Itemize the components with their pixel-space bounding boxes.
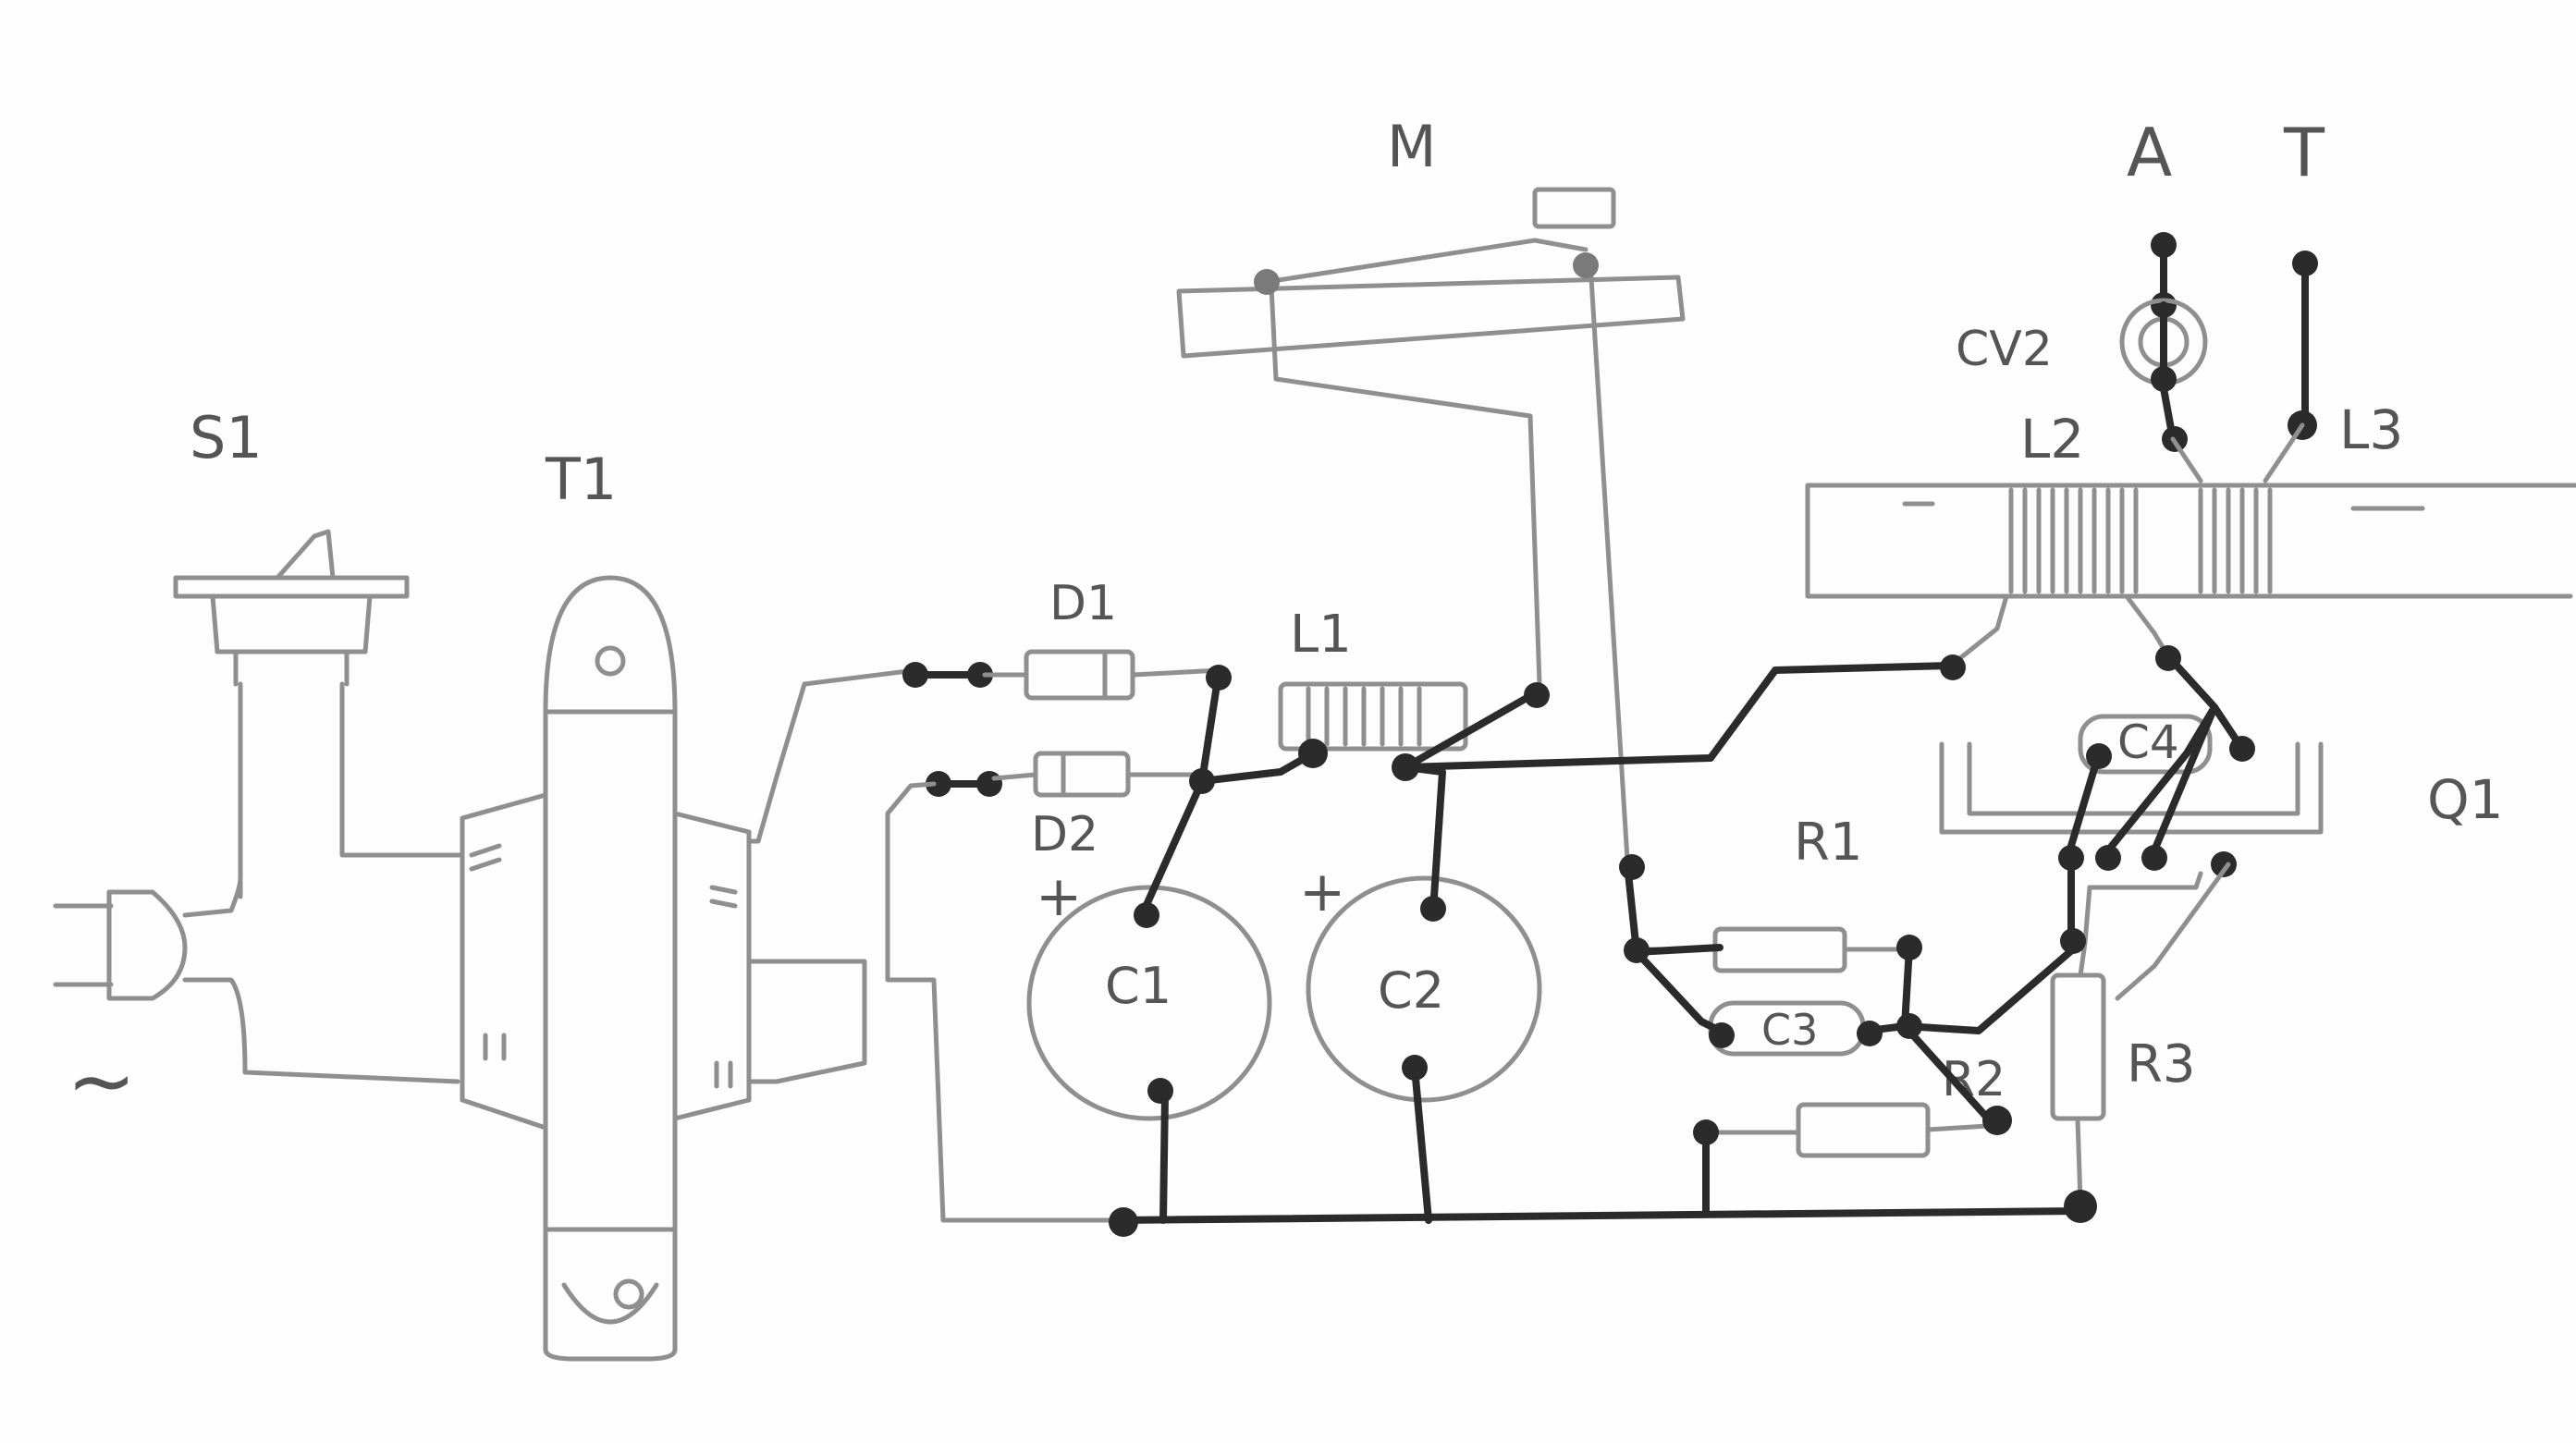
c4-label: C4 xyxy=(2117,715,2179,769)
ink-wiring xyxy=(1115,662,2084,1224)
t1-label: T1 xyxy=(545,446,617,513)
s1-label: S1 xyxy=(190,404,263,471)
transistor-q1 xyxy=(1939,645,2324,877)
c1-label: C1 xyxy=(1105,957,1171,1015)
coil-l1 xyxy=(1278,681,1468,752)
q1-label: Q1 xyxy=(2427,768,2504,831)
l2-label: L2 xyxy=(2020,408,2084,471)
m-label: M xyxy=(1387,113,1437,180)
c2-plus: + xyxy=(1299,860,1345,924)
diode-d1 xyxy=(902,649,1223,701)
antenna-terminal-a xyxy=(2151,232,2177,318)
diode-d2 xyxy=(885,751,1205,1223)
cv2-label: CV2 xyxy=(1956,322,2053,377)
solder-joints xyxy=(1109,654,2097,1237)
l1-label: L1 xyxy=(1290,605,1352,665)
capacitor-c1 xyxy=(1026,885,1272,1121)
c3-label: C3 xyxy=(1761,1005,1818,1055)
a-label: A xyxy=(2127,114,2172,191)
switch-s1 xyxy=(173,529,465,899)
transformer-t1 xyxy=(460,575,918,1362)
ferrite-rod-l2-l3 xyxy=(1805,422,2576,668)
capacitor-c2 xyxy=(1306,875,1542,1103)
d2-label: D2 xyxy=(1031,807,1098,862)
c2-label: C2 xyxy=(1378,961,1444,1020)
t-label: T xyxy=(2283,114,2325,191)
variable-capacitor-cv2 xyxy=(2119,298,2208,452)
d1-label: D1 xyxy=(1049,576,1117,631)
resistor-r3 xyxy=(2050,862,2231,1205)
l3-label: L3 xyxy=(2339,398,2403,461)
ground-terminal-t xyxy=(2288,251,2318,440)
resistor-r2 xyxy=(1703,1102,1991,1158)
c1-plus: + xyxy=(1036,864,1082,929)
meter-m xyxy=(1176,187,1686,862)
r3-label: R3 xyxy=(2127,1034,2196,1094)
ac-symbol: ~ xyxy=(67,1033,136,1130)
r1-label: R1 xyxy=(1794,813,1863,873)
